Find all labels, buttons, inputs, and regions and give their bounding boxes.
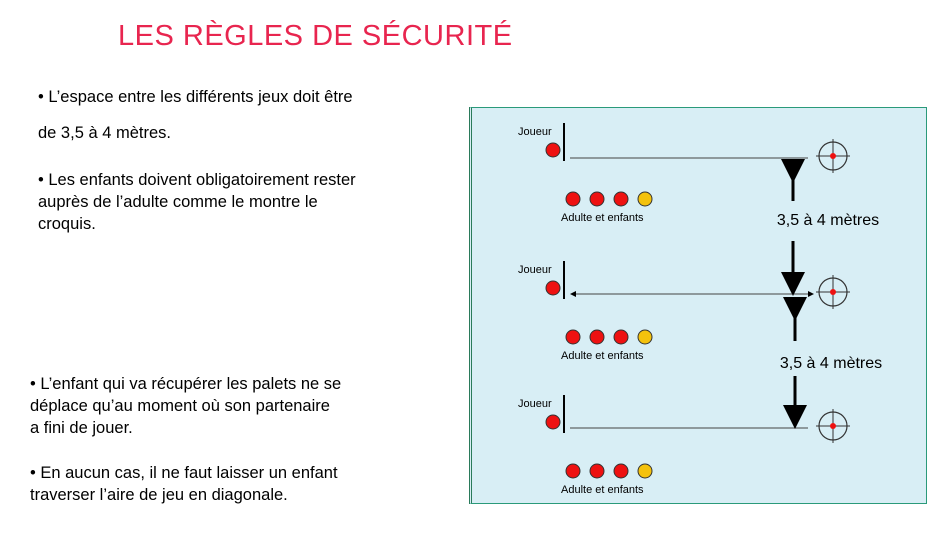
group-label: Adulte et enfants (561, 484, 644, 496)
group-label: Adulte et enfants (561, 350, 644, 362)
bullet-retrieve-line1: • L’enfant qui va récupérer les palets n… (30, 375, 342, 393)
group-dot (613, 191, 629, 207)
bullet-children-line1: • Les enfants doivent obligatoirement re… (38, 171, 356, 189)
bullet-retrieve-line2: déplace qu’au moment où son partenaire (30, 397, 330, 415)
group-dot (565, 463, 581, 479)
target-center (830, 423, 836, 429)
child-dot-yellow (637, 191, 653, 207)
bullet-spacing-line2: de 3,5 à 4 mètres. (38, 124, 171, 142)
target-center (830, 153, 836, 159)
player-label: Joueur (518, 126, 552, 138)
distance-label-2: 3,5 à 4 mètres (780, 355, 882, 372)
distance-label-1: 3,5 à 4 mètres (777, 212, 879, 229)
player-dot (545, 414, 561, 430)
page-title: LES RÈGLES DE SÉCURITÉ (118, 20, 513, 52)
player-dot (545, 280, 561, 296)
group-dot (589, 329, 605, 345)
group-dot (589, 191, 605, 207)
bullet-diagonal-line2: traverser l’aire de jeu en diagonale. (30, 486, 288, 504)
bullet-diagonal-line1: • En aucun cas, il ne faut laisser un en… (30, 464, 338, 482)
group-dot (565, 191, 581, 207)
bullet-children-line3: croquis. (38, 215, 96, 233)
group-dot (589, 463, 605, 479)
group-dot (613, 463, 629, 479)
target-center (830, 289, 836, 295)
group-dot (613, 329, 629, 345)
bullet-spacing-line1: • L’espace entre les différents jeux doi… (38, 88, 353, 106)
player-label: Joueur (518, 264, 552, 276)
bullet-children-line2: auprès de l’adulte comme le montre le (38, 193, 318, 211)
group-label: Adulte et enfants (561, 212, 644, 224)
player-dot (545, 142, 561, 158)
group-dot (565, 329, 581, 345)
bullet-retrieve-line3: a fini de jouer. (30, 419, 133, 437)
child-dot-yellow (637, 463, 653, 479)
player-label: Joueur (518, 398, 552, 410)
child-dot-yellow (637, 329, 653, 345)
